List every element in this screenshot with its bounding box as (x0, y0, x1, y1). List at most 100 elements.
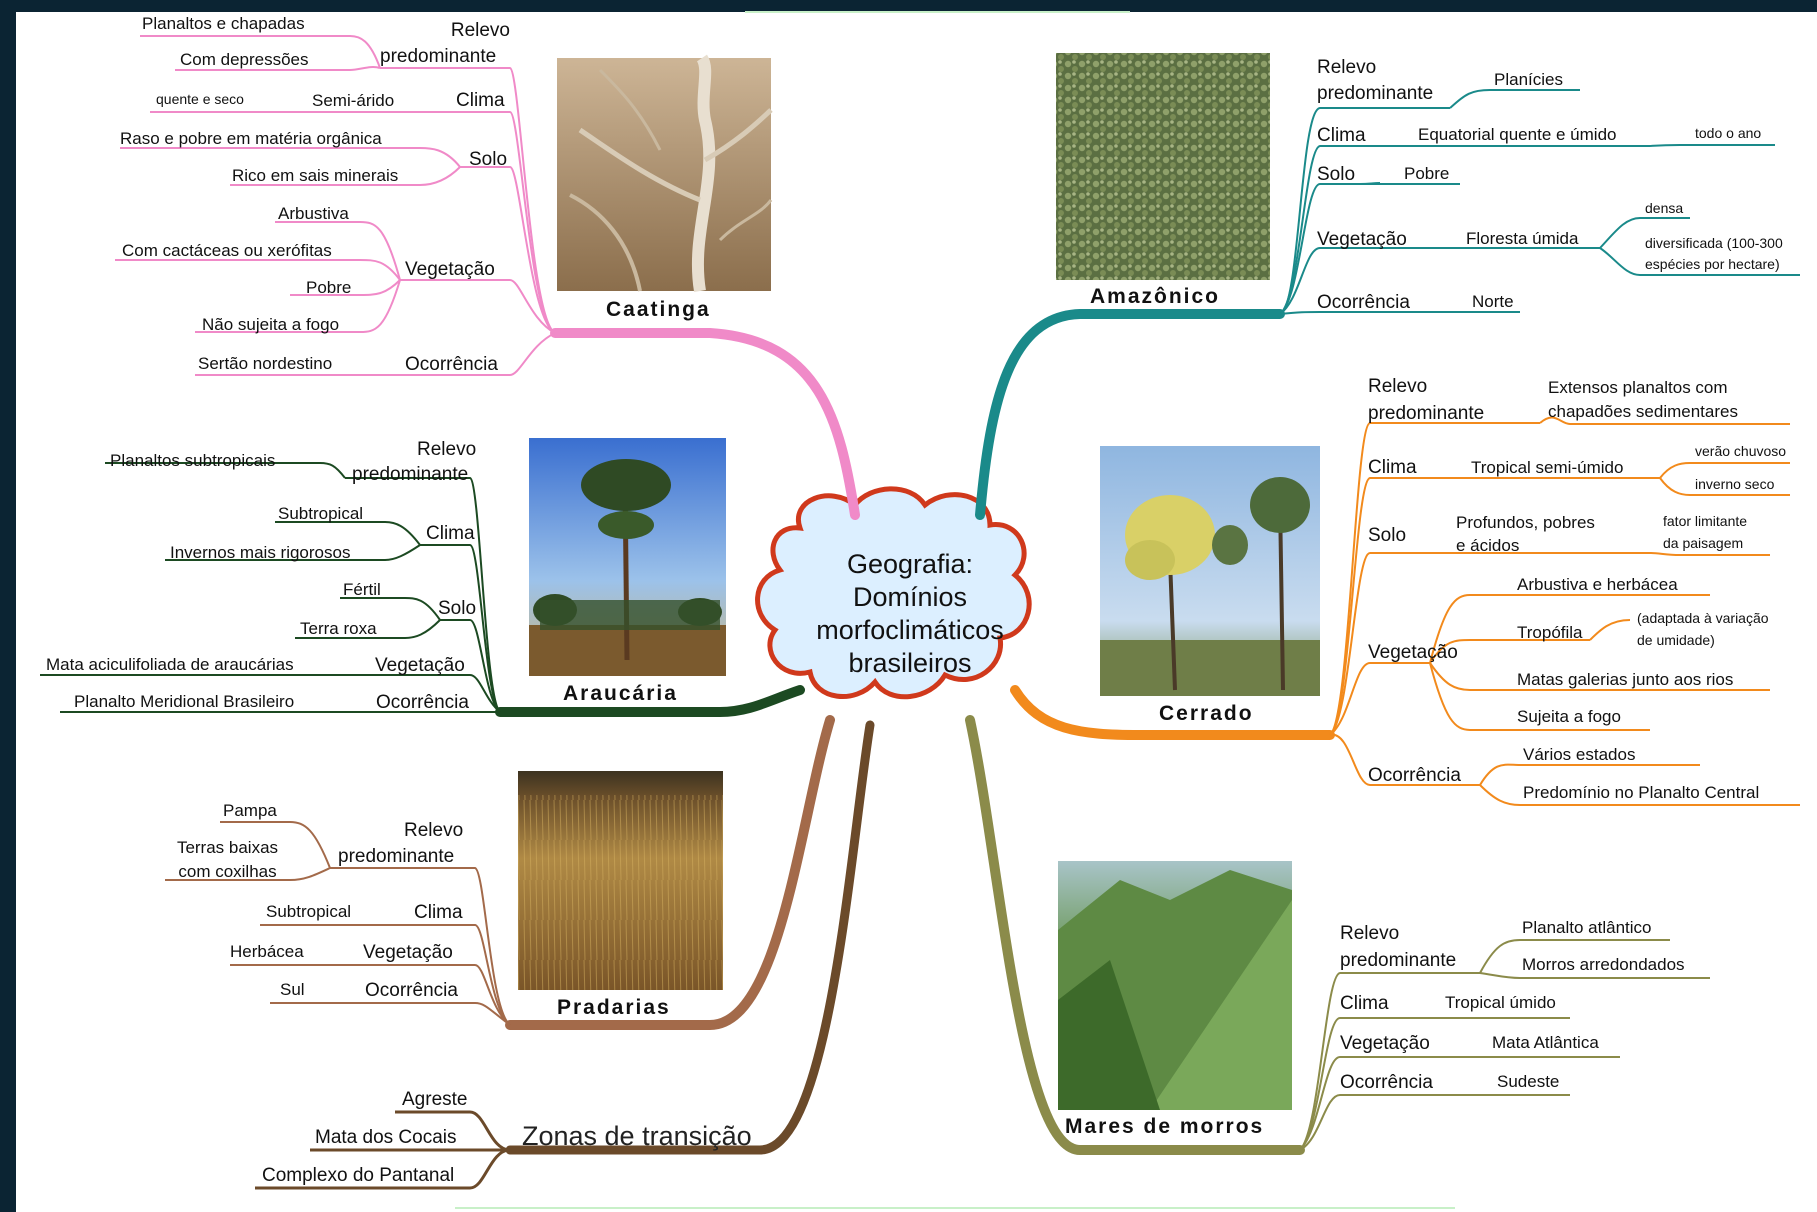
caatinga-vegetacao-item: Arbustiva (278, 204, 349, 223)
caatinga-ocorrencia-label: Ocorrência (405, 354, 498, 375)
pradarias-clima-label: Clima (414, 902, 463, 923)
cerrado-clima-label: Clima (1368, 457, 1417, 478)
araucaria-solo-label: Solo (438, 598, 477, 619)
amazonico-vegetacao-subitem: diversificada (100-300 (1645, 235, 1783, 251)
mares-photo (1058, 861, 1292, 1110)
cerrado-subbranches (1329, 416, 1800, 806)
cerrado-vegetacao-item: Matas galerias junto aos rios (1517, 670, 1734, 689)
cerrado-clima-item: Tropical semi-úmido (1471, 458, 1624, 477)
cerrado-relevo-label: Relevo (1368, 376, 1428, 397)
cerrado-solo-label: Solo (1368, 525, 1407, 546)
mares-vegetacao-item: Mata Atlântica (1492, 1033, 1599, 1052)
amazonico-vegetacao-item: Floresta úmida (1466, 229, 1579, 248)
cerrado-solo-subitem: da paisagem (1663, 535, 1744, 551)
zonas-item: Agreste (402, 1089, 468, 1110)
cerrado-solo-subitem: fator limitante (1663, 513, 1748, 529)
araucaria-subbranches (40, 462, 501, 713)
araucaria-relevo-label: Relevo (417, 439, 477, 460)
cerrado-ocorrencia-item: Vários estados (1523, 745, 1636, 764)
center-title-line: Geografia: (846, 549, 974, 579)
araucaria-relevo-label-2: predominante (352, 464, 469, 485)
caatinga-solo-label: Solo (469, 149, 508, 170)
cerrado-vegetacao-subitem: de umidade) (1637, 632, 1715, 648)
mares-relevo-item: Planalto atlântico (1522, 918, 1652, 937)
araucaria-title: Araucária (563, 682, 678, 705)
amazonico-relevo-label: Relevo (1317, 57, 1377, 78)
cerrado-solo-item: Profundos, pobres (1456, 513, 1595, 532)
pradarias-photo (518, 771, 723, 990)
araucaria-clima-item: Subtropical (278, 504, 364, 523)
amazonico-clima-subitem: todo o ano (1695, 125, 1762, 141)
pradarias-relevo-item: Terras baixas (176, 838, 279, 857)
pradarias-clima-item: Subtropical (266, 902, 352, 921)
pradarias-vegetacao-item: Herbácea (230, 942, 304, 961)
pradarias-relevo-label: Relevo (404, 820, 464, 841)
mares-relevo-label-2: predominante (1340, 950, 1457, 971)
araucaria-relevo-item: Planaltos subtropicais (110, 451, 276, 470)
caatinga-clima-label: Clima (456, 90, 505, 111)
cerrado-solo-item: e ácidos (1456, 536, 1520, 555)
amazonico-photo (1056, 53, 1270, 280)
cerrado-relevo-item: Extensos planaltos com (1548, 378, 1728, 397)
caatinga-photo (557, 54, 773, 292)
amazonico-title: Amazônico (1090, 285, 1221, 308)
zonas-title: Zonas de transição (522, 1121, 752, 1151)
caatinga-relevo-label: Relevo (450, 20, 510, 41)
mares-ocorrencia-item: Sudeste (1497, 1072, 1560, 1091)
amazonico-relevo-item: Planícies (1494, 70, 1563, 89)
caatinga-relevo-item: Planaltos e chapadas (142, 14, 305, 33)
caatinga-ocorrencia-item: Sertão nordestino (198, 354, 333, 373)
araucaria-clima-item: Invernos mais rigorosos (170, 543, 351, 562)
araucaria-ocorrencia-label: Ocorrência (376, 692, 469, 713)
zonas-subbranches (255, 1110, 511, 1190)
zonas-item: Mata dos Cocais (315, 1127, 457, 1148)
cerrado-title: Cerrado (1159, 702, 1254, 725)
amazonico-solo-label: Solo (1317, 164, 1356, 185)
caatinga-solo-item: Raso e pobre em matéria orgânica (120, 129, 382, 148)
cerrado-vegetacao-item: Sujeita a fogo (1517, 707, 1621, 726)
caatinga-clima-subitem: quente e seco (156, 91, 244, 107)
cerrado-ocorrencia-label: Ocorrência (1368, 765, 1461, 786)
amazonico-vegetacao-label: Vegetação (1317, 229, 1407, 250)
mares-clima-item: Tropical úmido (1445, 993, 1556, 1012)
araucaria-vegetacao-item: Mata aciculifoliada de araucárias (46, 655, 294, 674)
mares-subbranches (1299, 939, 1710, 1151)
center-title: Geografia: Domínios morfoclimáticos bras… (790, 548, 1030, 680)
center-cloud (755, 486, 1032, 700)
frame-left-bar (0, 0, 16, 1212)
frame-top-bar (0, 0, 1817, 12)
caatinga-vegetacao-item: Com cactáceas ou xerófitas (122, 241, 332, 260)
mares-clima-label: Clima (1340, 993, 1389, 1014)
caatinga-subbranches (115, 35, 556, 376)
cerrado-clima-subitem: inverno seco (1695, 476, 1775, 492)
caatinga-relevo-label-2: predominante (380, 46, 497, 67)
cerrado-vegetacao-subitem: (adaptada à variação (1637, 610, 1769, 626)
araucaria-ocorrencia-item: Planalto Meridional Brasileiro (74, 692, 295, 711)
amazonico-solo-item: Pobre (1404, 164, 1450, 183)
amazonico-clima-item: Equatorial quente e úmido (1418, 125, 1617, 144)
amazonico-ocorrencia-item: Norte (1472, 292, 1514, 311)
cerrado-clima-subitem: verão chuvoso (1695, 443, 1787, 459)
amazonico-ocorrencia-label: Ocorrência (1317, 292, 1410, 313)
mares-title: Mares de morros (1065, 1115, 1265, 1138)
araucaria-photo (529, 438, 726, 676)
mares-vegetacao-label: Vegetação (1340, 1033, 1430, 1054)
caatinga-vegetacao-item: Não sujeita a fogo (202, 315, 340, 334)
pradarias-relevo-label-2: predominante (338, 846, 455, 867)
araucaria-solo-item: Fértil (343, 580, 381, 599)
cerrado-vegetacao-item: Tropófila (1517, 623, 1583, 642)
cerrado-relevo-item: chapadões sedimentares (1548, 402, 1738, 421)
pradarias-relevo-item: Pampa (223, 801, 277, 820)
caatinga-title: Caatinga (606, 298, 711, 321)
caatinga-clima-item: Semi-árido (312, 91, 395, 110)
araucaria-clima-label: Clima (426, 523, 475, 544)
pradarias-subbranches (165, 821, 511, 1026)
amazonico-vegetacao-subitem: espécies por hectare) (1645, 256, 1780, 272)
mares-relevo-label: Relevo (1340, 923, 1400, 944)
amazonico-relevo-label-2: predominante (1317, 83, 1434, 104)
cerrado-ocorrencia-item: Predomínio no Planalto Central (1523, 783, 1760, 802)
caatinga-relevo-item: Com depressões (180, 50, 309, 69)
zonas-item: Complexo do Pantanal (262, 1165, 455, 1186)
